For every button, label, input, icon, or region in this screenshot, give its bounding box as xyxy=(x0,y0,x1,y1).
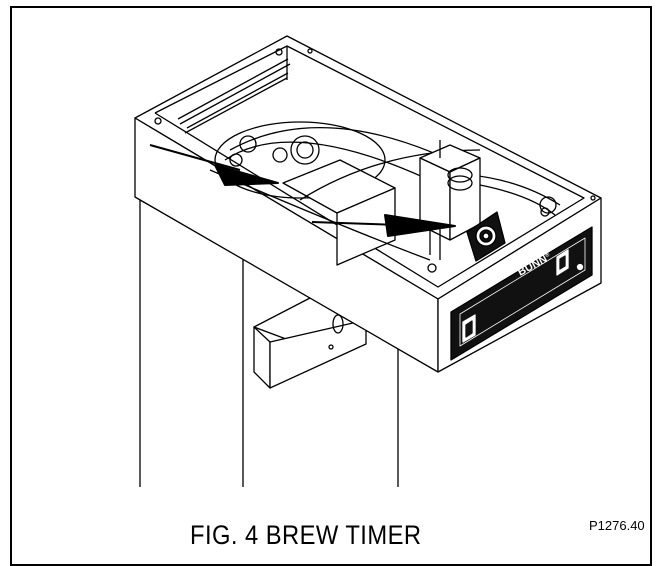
pointer-arrow-icon xyxy=(149,144,456,237)
figure-caption: FIG. 4 BREW TIMER xyxy=(190,520,422,550)
brewer-illustration: BUNN® xyxy=(134,35,602,487)
internal-components xyxy=(209,121,561,266)
part-number: P1276.40 xyxy=(589,518,645,533)
control-panel xyxy=(450,226,593,361)
brew-timer-dial-icon xyxy=(466,211,506,262)
rocker-switch-icon xyxy=(556,249,569,276)
rocker-switch-icon xyxy=(462,314,476,343)
